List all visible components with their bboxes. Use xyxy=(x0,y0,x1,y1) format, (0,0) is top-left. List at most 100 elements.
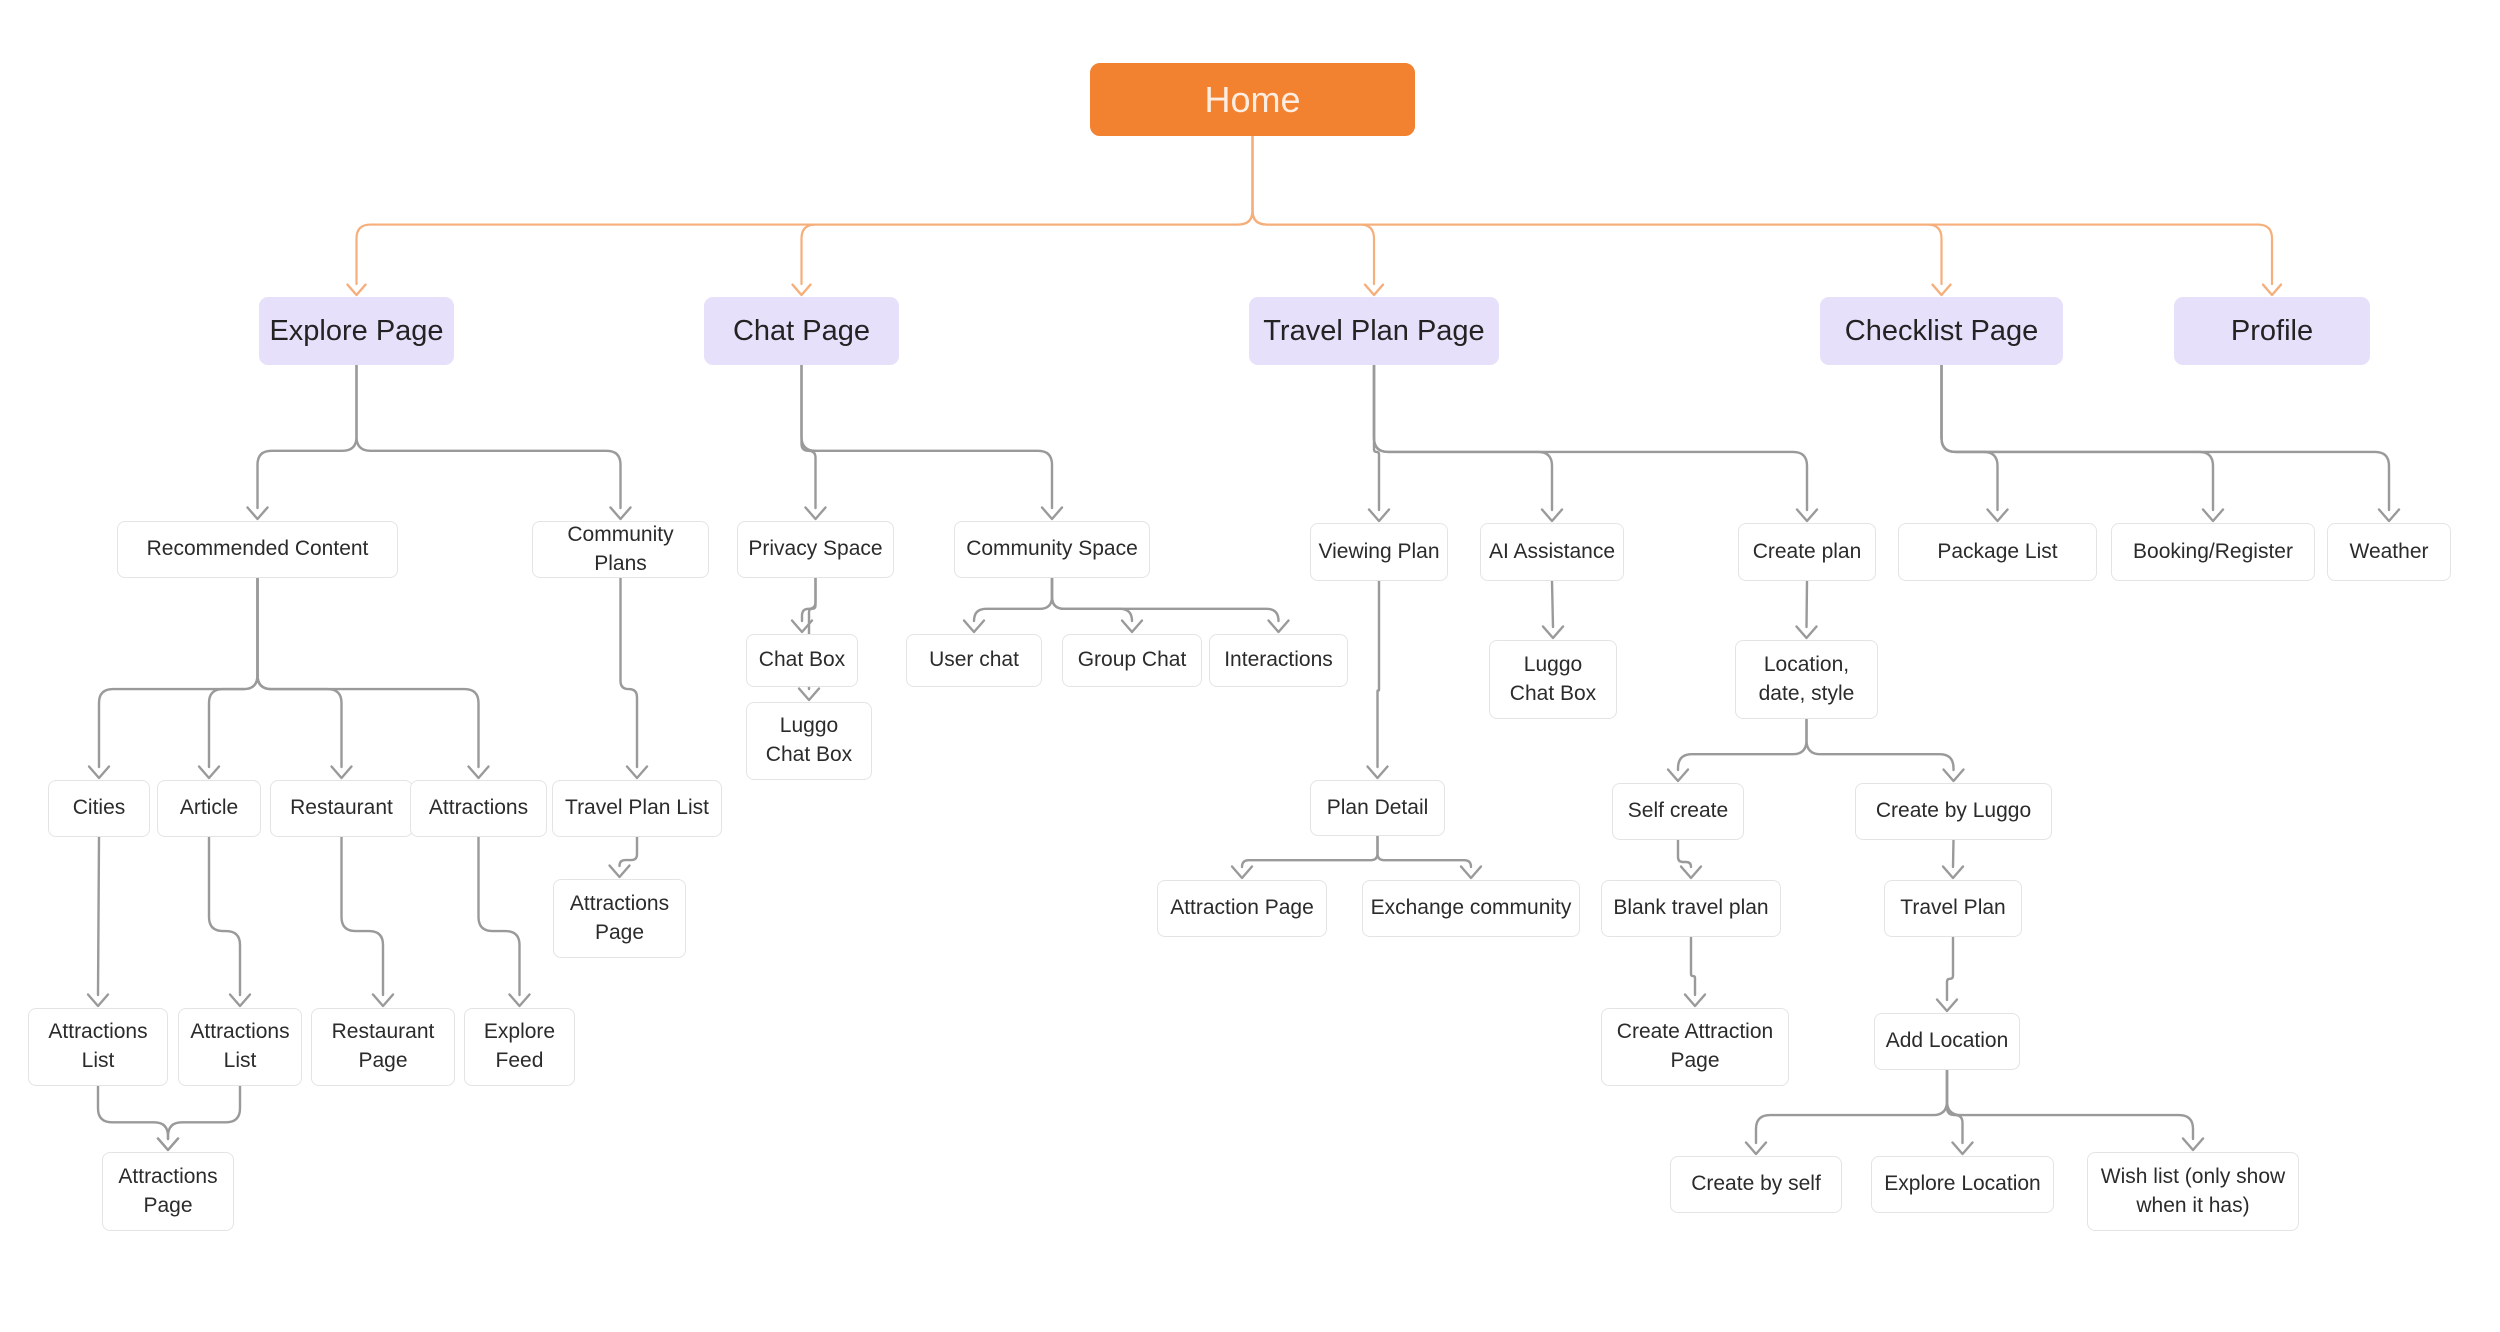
node-article[interactable]: Article xyxy=(157,780,261,837)
node-label: Attraction Page xyxy=(1170,896,1314,920)
node-attractions_page_tp[interactable]: Attractions Page xyxy=(553,879,686,958)
node-label: Interactions xyxy=(1224,648,1333,672)
node-label: Attractions List xyxy=(48,1020,148,1072)
node-wish_list[interactable]: Wish list (only show when it has) xyxy=(2087,1152,2299,1231)
edge-arrowhead xyxy=(228,993,252,1008)
node-exchange_community[interactable]: Exchange community xyxy=(1362,880,1580,937)
edge-recommended_content-to-article xyxy=(207,576,259,769)
node-label: Explore Page xyxy=(269,314,444,347)
node-label: Restaurant Page xyxy=(331,1020,435,1072)
node-explore_feed[interactable]: Explore Feed xyxy=(464,1008,575,1086)
node-group_chat[interactable]: Group Chat xyxy=(1062,634,1202,687)
edge-recommended_content-to-attractions xyxy=(256,576,480,769)
edge-home-to-profile xyxy=(1251,134,2274,286)
node-chat_box[interactable]: Chat Box xyxy=(746,634,858,687)
node-label: Chat Page xyxy=(732,314,871,347)
node-booking_register[interactable]: Booking/Register xyxy=(2111,523,2315,581)
node-create_by_self[interactable]: Create by self xyxy=(1670,1156,1842,1213)
edge-arrowhead xyxy=(467,765,490,780)
node-blank_travel_plan[interactable]: Blank travel plan xyxy=(1601,880,1781,937)
node-label: Community Plans xyxy=(567,522,674,575)
node-label: Cities xyxy=(72,796,126,820)
node-create_attraction_page[interactable]: Create Attraction Page xyxy=(1601,1008,1789,1086)
node-label: Explore Feed xyxy=(483,1020,556,1072)
node-checklist_page[interactable]: Checklist Page xyxy=(1820,297,2063,365)
edge-plan_detail-to-exchange_community xyxy=(1376,834,1473,869)
node-label: Group Chat xyxy=(1077,648,1187,672)
node-recommended_content[interactable]: Recommended Content xyxy=(117,521,398,578)
node-attractions[interactable]: Attractions xyxy=(410,780,547,837)
edge-community_space-to-interactions xyxy=(1050,576,1280,623)
node-explore_page[interactable]: Explore Page xyxy=(259,297,454,365)
edge-article-to-attractions_list_2 xyxy=(207,835,242,997)
edge-arrowhead xyxy=(2181,1137,2205,1152)
node-label: Travel Plan Page xyxy=(1263,314,1485,347)
edge-arrowhead xyxy=(1935,998,1959,1013)
edge-arrowhead xyxy=(1040,506,1064,521)
node-label: Explore Location xyxy=(1884,1172,2041,1196)
node-self_create[interactable]: Self create xyxy=(1612,783,1744,840)
node-home[interactable]: Home xyxy=(1090,63,1415,136)
edge-community_space-to-group_chat xyxy=(1050,576,1134,623)
node-label: Recommended Content xyxy=(146,537,369,561)
edge-arrowhead xyxy=(1540,508,1564,523)
node-location_date_style[interactable]: Location, date, style xyxy=(1735,640,1878,719)
edge-arrowhead xyxy=(1120,619,1144,634)
node-travel_plan_list[interactable]: Travel Plan List xyxy=(552,780,722,837)
edge-arrowhead xyxy=(609,506,632,521)
node-privacy_space[interactable]: Privacy Space xyxy=(737,521,894,578)
node-user_chat[interactable]: User chat xyxy=(906,634,1042,687)
node-label: Create by self xyxy=(1691,1172,1821,1196)
node-community_space[interactable]: Community Space xyxy=(954,521,1150,578)
edge-arrowhead xyxy=(790,619,814,634)
node-attractions_list_1[interactable]: Attractions List xyxy=(28,1008,168,1086)
edge-arrowhead xyxy=(1230,865,1254,880)
node-ai_assistance[interactable]: AI Assistance xyxy=(1480,523,1624,581)
edge-attractions_list_2-to-attractions_page_bot xyxy=(166,1084,242,1141)
node-restaurant[interactable]: Restaurant xyxy=(270,780,413,837)
edge-arrowhead xyxy=(87,765,111,780)
node-explore_location[interactable]: Explore Location xyxy=(1871,1156,2054,1213)
edge-community_plans-to-travel_plan_list xyxy=(619,576,639,769)
edge-arrowhead xyxy=(2261,283,2283,297)
node-weather[interactable]: Weather xyxy=(2327,523,2451,581)
edge-checklist_page-to-booking_register xyxy=(1940,363,2215,512)
node-interactions[interactable]: Interactions xyxy=(1209,634,1348,687)
node-viewing_plan[interactable]: Viewing Plan xyxy=(1310,523,1448,581)
edge-blank_travel_plan-to-create_attraction_page xyxy=(1689,935,1697,997)
edge-chat_page-to-privacy_space xyxy=(800,363,817,510)
node-chat_page[interactable]: Chat Page xyxy=(704,297,899,365)
edge-attractions-to-explore_feed xyxy=(477,835,521,997)
edge-arrowhead xyxy=(791,283,812,297)
node-luggo_chat_box_2[interactable]: Luggo Chat Box xyxy=(1489,640,1617,719)
node-create_by_luggo[interactable]: Create by Luggo xyxy=(1855,783,2052,840)
node-community_plans[interactable]: Community Plans xyxy=(532,521,709,578)
node-plan_detail[interactable]: Plan Detail xyxy=(1310,780,1445,836)
node-luggo_chat_box_1[interactable]: Luggo Chat Box xyxy=(746,702,872,780)
node-create_plan[interactable]: Create plan xyxy=(1738,523,1876,581)
edge-arrowhead xyxy=(1986,508,2009,523)
node-add_location[interactable]: Add Location xyxy=(1874,1013,2020,1070)
node-label: Blank travel plan xyxy=(1613,896,1769,920)
edge-arrowhead xyxy=(625,765,649,780)
node-package_list[interactable]: Package List xyxy=(1898,523,2097,581)
node-label: Restaurant xyxy=(290,796,393,820)
edge-cities-to-attractions_list_1 xyxy=(96,835,101,997)
node-travel_plan_page[interactable]: Travel Plan Page xyxy=(1249,297,1499,365)
node-attractions_page_bot[interactable]: Attractions Page xyxy=(102,1152,234,1231)
node-restaurant_page[interactable]: Restaurant Page xyxy=(311,1008,455,1086)
edge-arrowhead xyxy=(2377,508,2401,523)
node-travel_plan[interactable]: Travel Plan xyxy=(1884,880,2022,937)
node-attractions_list_2[interactable]: Attractions List xyxy=(178,1008,302,1086)
edge-arrowhead xyxy=(608,864,631,879)
node-profile[interactable]: Profile xyxy=(2174,297,2370,365)
edge-arrowhead xyxy=(1666,768,1690,783)
edge-checklist_page-to-weather xyxy=(1940,363,2391,512)
edge-travel_plan_list-to-attractions_page_tp xyxy=(618,835,639,868)
edge-arrowhead xyxy=(1683,993,1707,1008)
node-attraction_page[interactable]: Attraction Page xyxy=(1157,880,1327,937)
node-cities[interactable]: Cities xyxy=(48,780,150,837)
edge-arrowhead xyxy=(156,1137,180,1152)
edge-arrowhead xyxy=(246,506,269,521)
